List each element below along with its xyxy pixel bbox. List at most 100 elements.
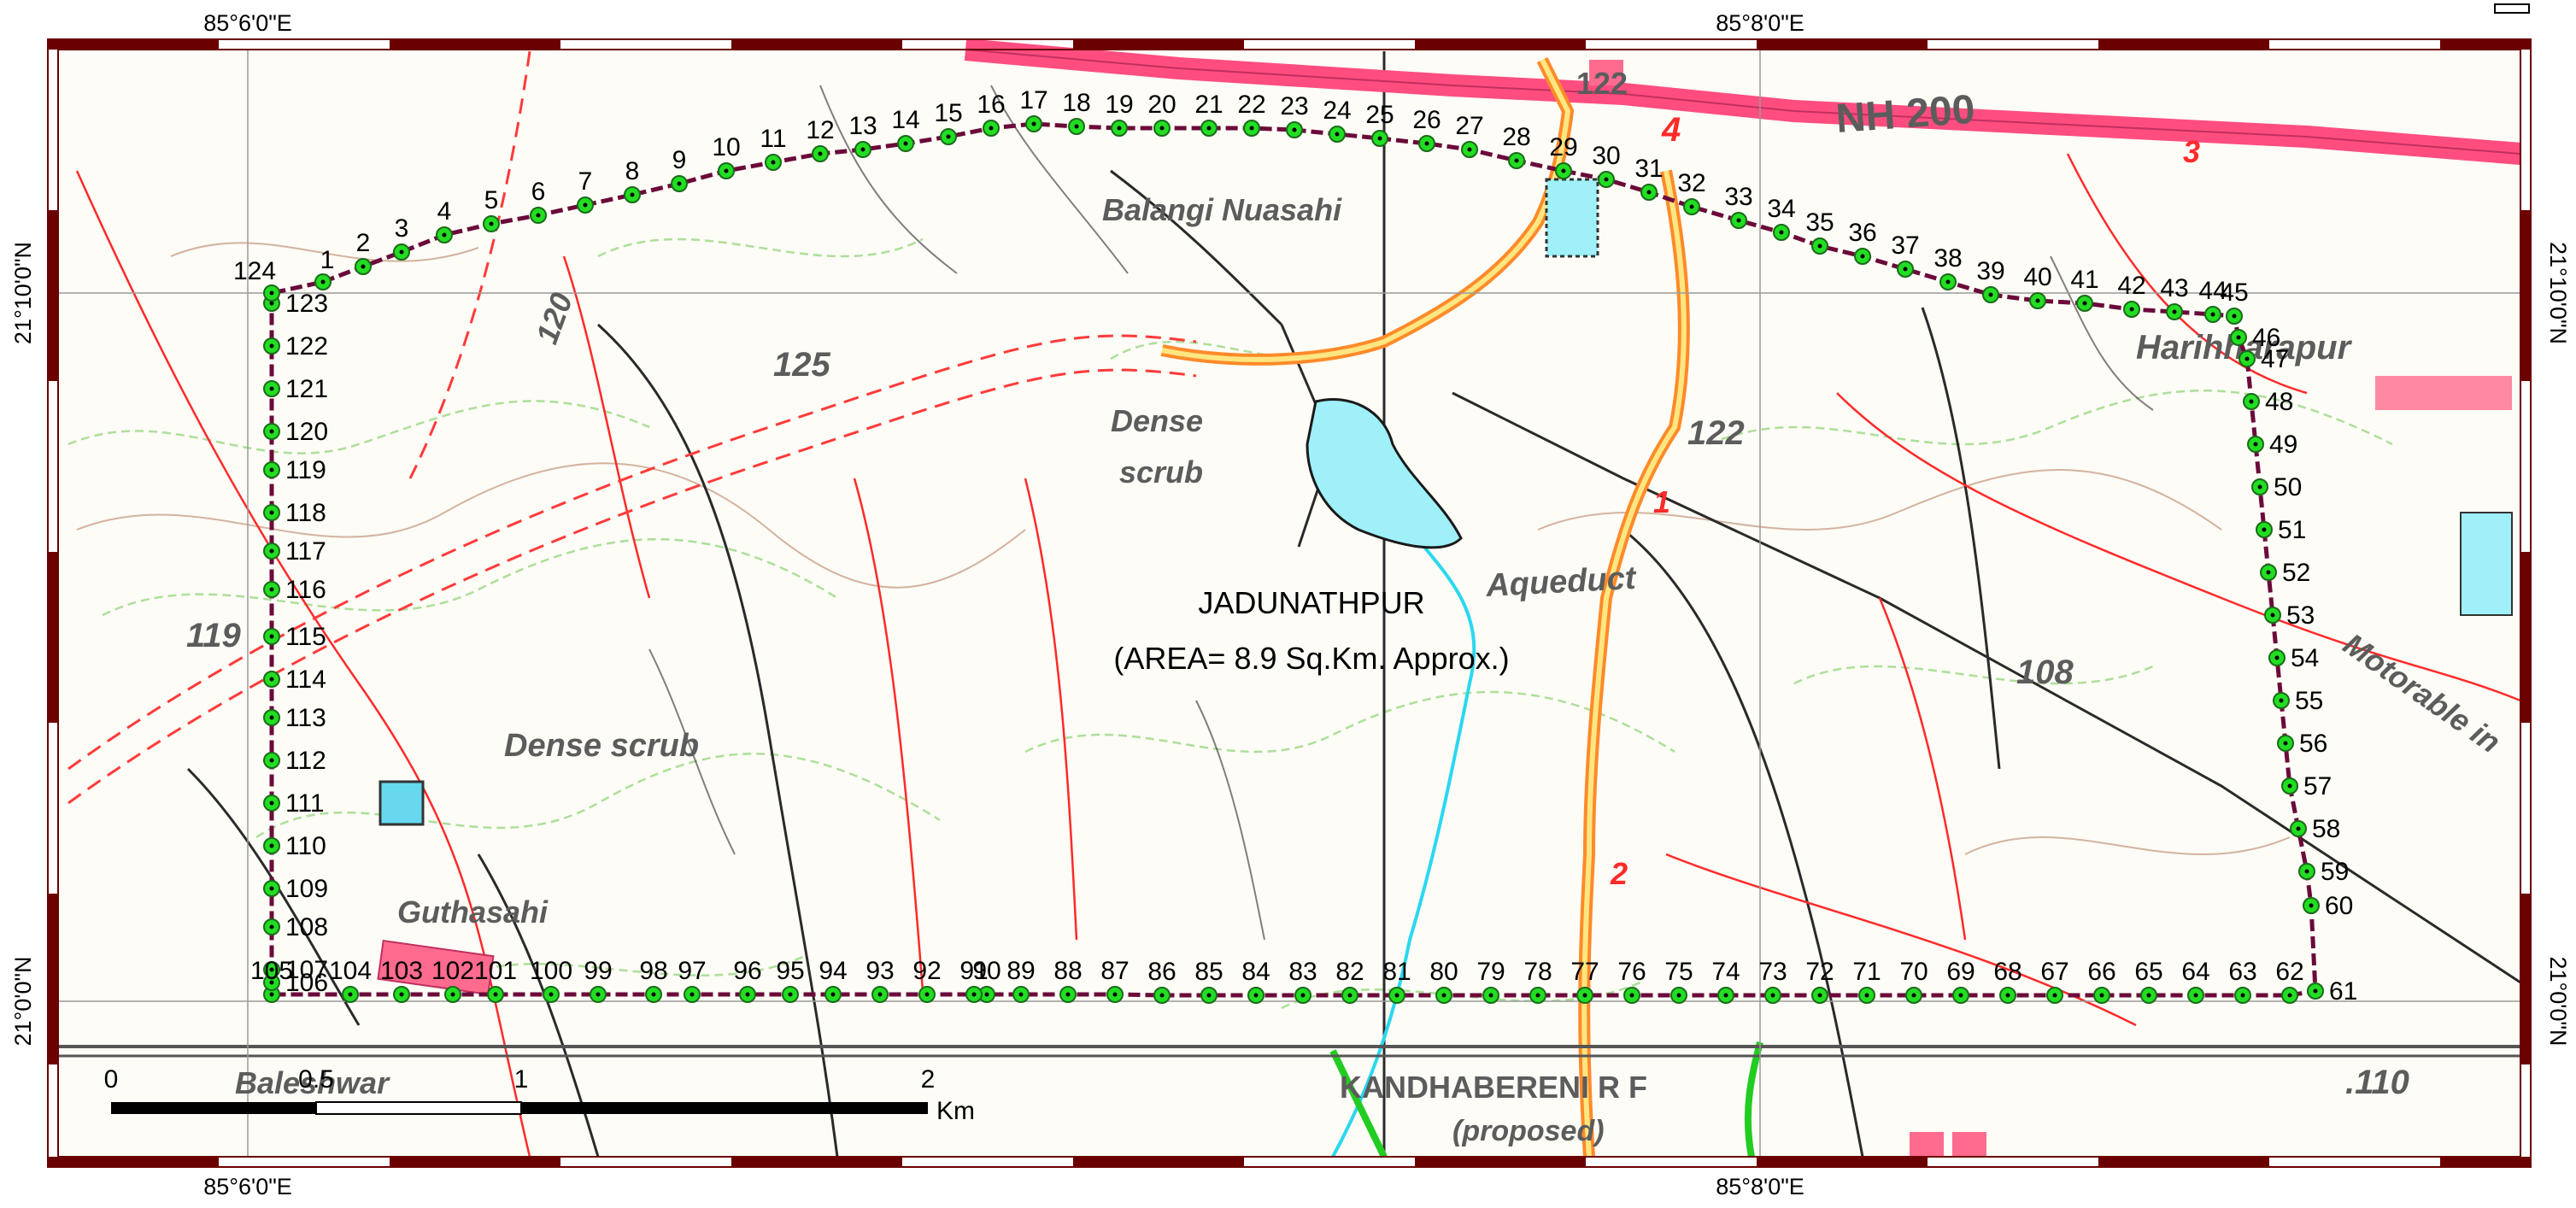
boundary-point-center [269,967,274,972]
boundary-point-label: 89 [1006,957,1035,985]
boundary-point-center [348,992,353,997]
boundary-point-label: 24 [1323,97,1351,125]
boundary-point-label: 84 [1241,958,1270,986]
boundary-point-label: 8 [625,157,640,185]
boundary-point-label: 57 [2303,772,2332,800]
coord-left-lower: 21°0'0"N [10,956,36,1046]
boundary-point-center [2253,442,2258,447]
boundary-point-label: 42 [2117,272,2145,300]
boundary-point-label: 107 [285,956,328,984]
label-kandhabereni: KANDHABERENI R F [1340,1070,1647,1105]
boundary-point-center [269,587,274,592]
settlement-block-2 [1910,1132,1944,1157]
boundary-point-label: 50 [2274,473,2302,501]
area-name: JADUNATHPUR [1198,585,1424,620]
boundary-point-label: 38 [1933,244,1962,273]
boundary-point-label: 46 [2252,324,2280,352]
boundary-point-label: 117 [285,537,326,566]
boundary-point-center [1736,218,1741,223]
boundary-point-center [971,992,977,997]
boundary-point-label: 1 [320,246,335,274]
boundary-point-center [1958,993,1963,998]
boundary-point-label: 7 [578,167,593,196]
label-route-3: 3 [2183,134,2200,169]
boundary-point-center [1817,243,1822,249]
boundary-point-center [2262,527,2267,532]
boundary-point-label: 73 [1758,958,1787,986]
coord-right-upper: 21°10'0"N [2545,242,2571,344]
label-contour-122a: 122 [1576,66,1628,101]
forest-boundary-line-2 [1744,1041,1763,1158]
boundary-point-center [2244,356,2250,361]
boundary-point-label: 20 [1147,91,1176,119]
boundary-point-center [1117,126,1122,131]
boundary-point-center [269,677,274,682]
frame-block-right [2520,552,2531,723]
boundary-point-label: 34 [1767,195,1795,223]
boundary-point-center [771,160,776,165]
boundary-point-label: 47 [2261,345,2289,373]
boundary-point-label: 32 [1677,169,1705,197]
boundary-point-center [1723,993,1728,998]
boundary-point-label: 18 [1062,89,1090,117]
boundary-point-label: 81 [1382,958,1411,986]
boundary-point-label: 124 [233,257,276,285]
boundary-point-center [989,126,994,131]
boundary-point-center [1292,127,1297,132]
label-contour-125: 125 [773,346,830,384]
boundary-point-center [1249,126,1254,131]
boundary-point-label: 103 [380,957,423,985]
boundary-point-label: 111 [285,789,325,818]
boundary-point-center [1377,136,1382,141]
boundary-point-center [877,992,883,997]
boundary-point-label: 70 [1899,958,1928,986]
boundary-point-center [1394,993,1399,998]
boundary-point-center [269,800,274,806]
scale-tick-1: 1 [514,1065,529,1094]
boundary-point-label: 12 [806,116,834,144]
boundary-point-label: 13 [848,112,877,140]
boundary-point-label: 83 [1288,958,1317,986]
boundary-point-center [269,886,274,891]
label-route-4: 4 [1661,111,1681,149]
boundary-point-label: 28 [1502,123,1530,151]
boundary-point-label: 100 [530,957,572,985]
boundary-point-center [269,290,274,296]
boundary-point-center [2082,301,2087,306]
boundary-point-label: 80 [1429,958,1458,986]
boundary-point-label: 110 [285,832,326,860]
boundary-point-label: 33 [1724,183,1752,211]
boundary-point-center [1582,993,1587,998]
frame-block-top [731,39,902,50]
scale-tick-0-5: 0.5 [298,1065,334,1094]
frame-block-top [1757,39,1928,50]
boundary-point-center [1335,132,1340,137]
boundary-point-center [2035,298,2040,303]
boundary-point-center [1864,993,1869,998]
frame-block-bottom [2098,1157,2269,1167]
boundary-point-center [442,232,447,237]
label-contour-110: .110 [2345,1064,2409,1101]
boundary-point-label: 108 [285,913,328,941]
boundary-point-label: 115 [285,623,326,651]
boundary-point-center [1441,993,1446,998]
boundary-point-center [2287,783,2292,789]
boundary-point-center [946,134,951,139]
boundary-point-label: 52 [2282,559,2310,587]
boundary-point-label: 11 [760,125,786,153]
settlement-block-6 [2460,512,2513,616]
boundary-point-label: 21 [1194,91,1223,119]
boundary-point-label: 65 [2134,958,2162,986]
map-frame [47,38,2532,1168]
boundary-point-label: 27 [1455,112,1483,140]
grid-lines [58,50,2520,1157]
scale-tick-0: 0 [104,1065,119,1094]
boundary-point-center [860,147,866,152]
boundary-point-label: 4 [437,197,452,226]
boundary-point-center [269,758,274,763]
boundary-point-center [677,181,682,186]
boundary-point-center [269,548,274,554]
dashed-red-roads [67,50,1197,805]
boundary-point-label: 74 [1711,958,1740,986]
